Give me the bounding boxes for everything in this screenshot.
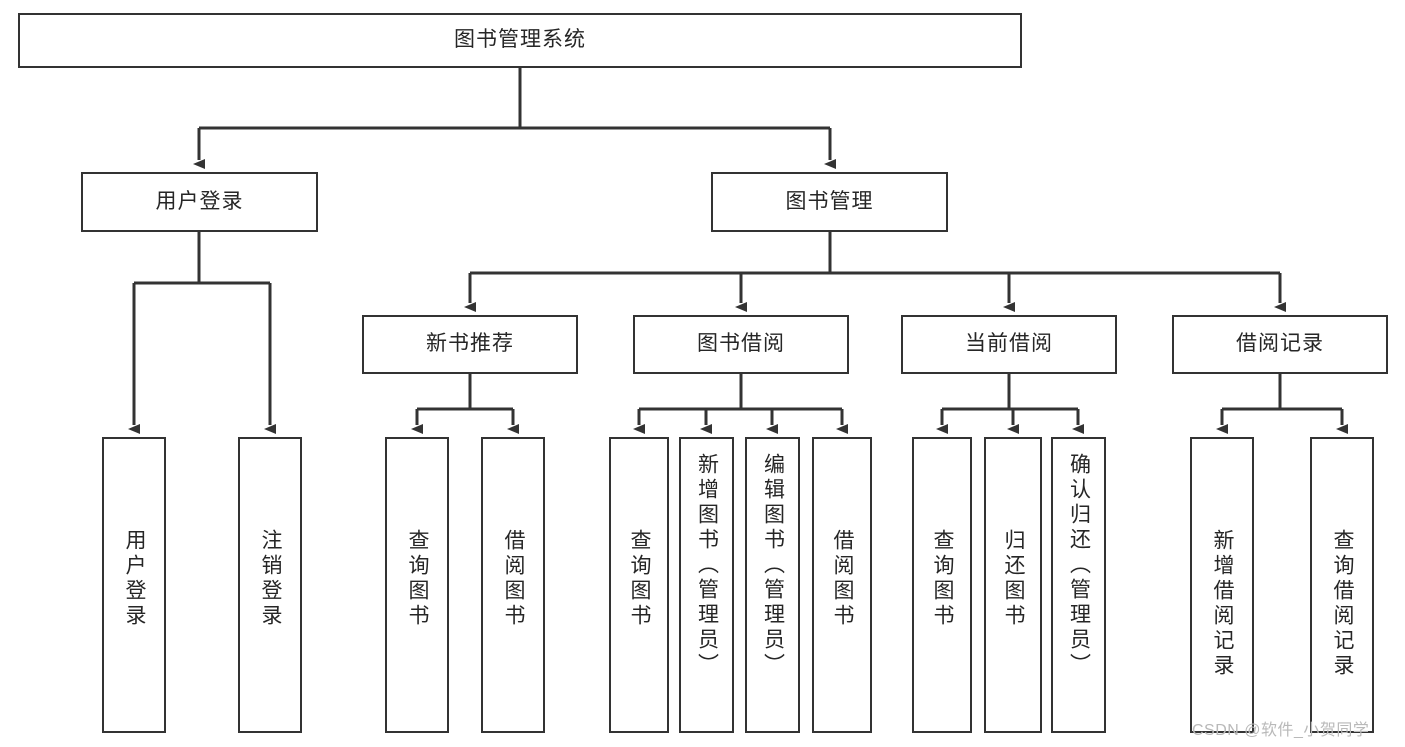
node-new-book-rec-label: 新书推荐 bbox=[426, 332, 514, 356]
node-book-manage[interactable]: 图书管理 bbox=[711, 172, 948, 232]
leaf-borrow-book-1-label: 借阅图书 bbox=[502, 529, 526, 629]
leaf-query-book-2-label: 查询图书 bbox=[628, 529, 652, 629]
leaf-user-login-label: 用户登录 bbox=[123, 529, 147, 629]
node-root[interactable]: 图书管理系统 bbox=[18, 13, 1022, 68]
leaf-query-book-3[interactable]: 查询图书 bbox=[912, 437, 972, 733]
node-current-borrow[interactable]: 当前借阅 bbox=[901, 315, 1117, 374]
leaf-return-book[interactable]: 归还图书 bbox=[984, 437, 1042, 733]
leaf-edit-book-label: 编辑图书（管理员） bbox=[761, 453, 785, 678]
leaf-return-book-label: 归还图书 bbox=[1002, 529, 1026, 629]
leaf-borrow-book-2-label: 借阅图书 bbox=[831, 529, 855, 629]
leaf-edit-book[interactable]: 编辑图书（管理员） bbox=[745, 437, 800, 733]
csdn-watermark: CSDN @软件_小贺同学 bbox=[1192, 722, 1370, 739]
node-borrow-record[interactable]: 借阅记录 bbox=[1172, 315, 1388, 374]
leaf-add-book-label: 新增图书（管理员） bbox=[695, 453, 719, 678]
leaf-confirm-return-label: 确认归还（管理员） bbox=[1067, 453, 1091, 678]
leaf-query-record-label: 查询借阅记录 bbox=[1331, 529, 1355, 679]
leaf-query-book-1-label: 查询图书 bbox=[406, 529, 430, 629]
leaf-add-record[interactable]: 新增借阅记录 bbox=[1190, 437, 1254, 733]
node-root-label: 图书管理系统 bbox=[454, 28, 586, 52]
node-borrow-record-label: 借阅记录 bbox=[1236, 332, 1324, 356]
node-book-borrow[interactable]: 图书借阅 bbox=[633, 315, 849, 374]
node-user-login[interactable]: 用户登录 bbox=[81, 172, 318, 232]
leaf-query-book-1[interactable]: 查询图书 bbox=[385, 437, 449, 733]
leaf-logout-label: 注销登录 bbox=[259, 529, 283, 629]
leaf-add-record-label: 新增借阅记录 bbox=[1211, 529, 1235, 679]
leaf-borrow-book-2[interactable]: 借阅图书 bbox=[812, 437, 872, 733]
node-user-login-label: 用户登录 bbox=[155, 189, 244, 213]
node-new-book-rec[interactable]: 新书推荐 bbox=[362, 315, 578, 374]
node-current-borrow-label: 当前借阅 bbox=[965, 332, 1053, 356]
leaf-query-book-2[interactable]: 查询图书 bbox=[609, 437, 669, 733]
node-book-manage-label: 图书管理 bbox=[785, 189, 874, 213]
leaf-borrow-book-1[interactable]: 借阅图书 bbox=[481, 437, 545, 733]
leaf-query-record[interactable]: 查询借阅记录 bbox=[1310, 437, 1374, 733]
leaf-query-book-3-label: 查询图书 bbox=[931, 529, 955, 629]
leaf-confirm-return[interactable]: 确认归还（管理员） bbox=[1051, 437, 1106, 733]
leaf-add-book[interactable]: 新增图书（管理员） bbox=[679, 437, 734, 733]
node-book-borrow-label: 图书借阅 bbox=[697, 332, 785, 356]
leaf-logout[interactable]: 注销登录 bbox=[238, 437, 302, 733]
leaf-user-login[interactable]: 用户登录 bbox=[102, 437, 166, 733]
